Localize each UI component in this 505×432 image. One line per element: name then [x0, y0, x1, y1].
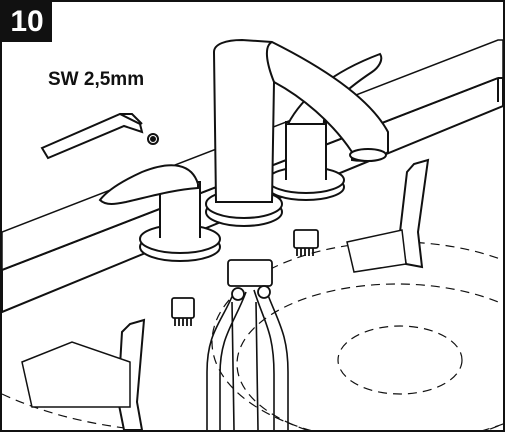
hose-left-inner: [219, 291, 247, 430]
hose-connector-left: [231, 287, 245, 301]
spout-mount-block: [227, 259, 273, 287]
spout-body: [212, 38, 389, 203]
left-handle: [98, 164, 221, 262]
tool-size-label: SW 2,5mm: [48, 69, 145, 90]
spout-aerator: [349, 148, 387, 162]
left-shank-thread: [174, 318, 192, 326]
center-pipe-right: [255, 301, 259, 430]
spout: [205, 38, 389, 227]
left-shank-nut: [171, 297, 195, 319]
hex-key-bend: [120, 113, 143, 125]
hose-connector-right: [257, 285, 271, 299]
support-brackets: [21, 158, 430, 430]
center-pipe-left: [231, 301, 235, 430]
cabinet-panel-right: [346, 229, 407, 273]
drain-dashed: [337, 325, 463, 395]
supply-hoses: [206, 289, 289, 430]
cabinet-panel-left: [21, 341, 131, 408]
basin-inner-dashed: [236, 283, 503, 430]
hex-key-icon: [40, 112, 159, 160]
right-shank-nut: [293, 229, 319, 249]
mounting-hardware: [171, 229, 319, 326]
right-shank-thread: [296, 248, 314, 256]
hex-key-long-arm: [40, 112, 144, 160]
spout-bend-line: [266, 41, 275, 83]
grub-screw-socket: [150, 136, 156, 142]
left-handle-lever: [98, 164, 199, 205]
right-handle-body: [285, 121, 327, 180]
hose-right-inner: [253, 289, 275, 430]
hose-left-outer: [206, 291, 235, 430]
hose-right-outer: [265, 289, 289, 430]
basin-rim-dashed: [211, 241, 503, 430]
step-number-badge: 10: [2, 2, 52, 42]
